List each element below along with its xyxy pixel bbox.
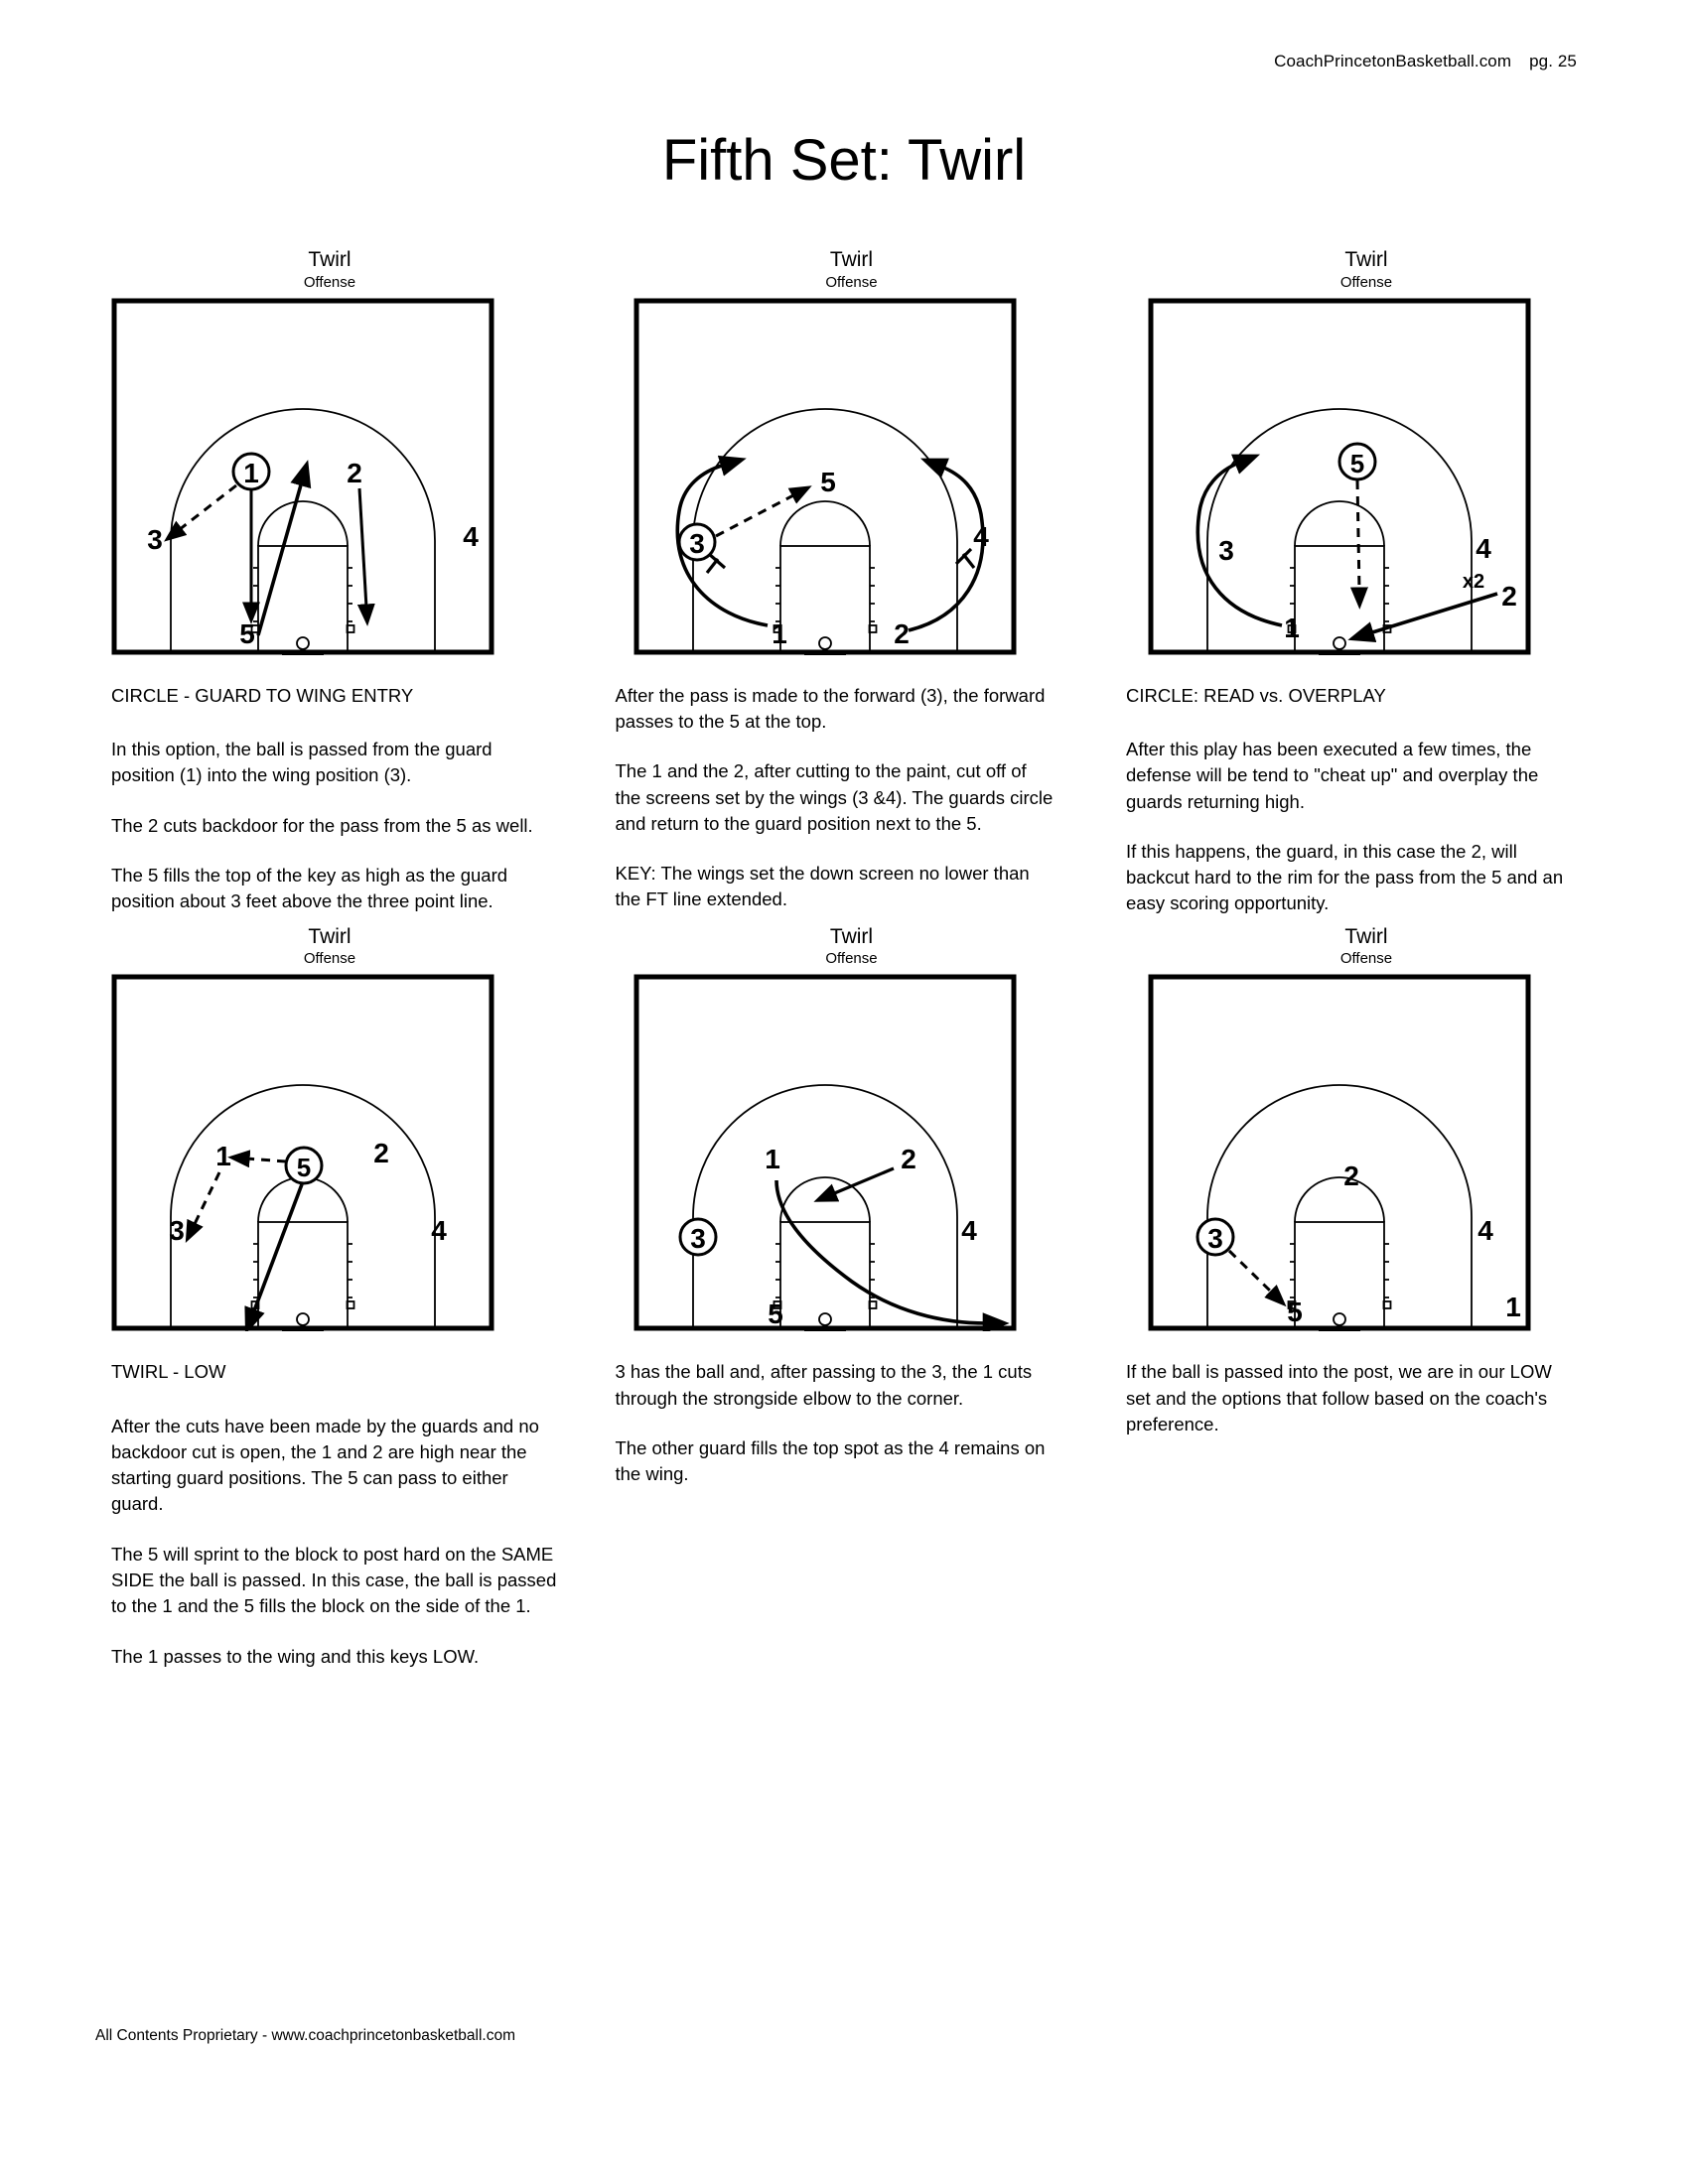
court-diagram-2: 3 5 4 1 2: [633, 298, 1017, 655]
diagram-subtitle-3: Offense: [1339, 273, 1393, 291]
svg-text:3: 3: [1218, 535, 1234, 566]
diagram-grid: Twirl Offense: [111, 248, 1579, 1670]
svg-text:5: 5: [297, 1153, 311, 1182]
svg-text:2: 2: [347, 458, 362, 488]
copy-paragraph: The other guard fills the top spot as th…: [615, 1436, 1046, 1485]
copy-paragraph: After this play has been executed a few …: [1126, 739, 1539, 812]
play-copy-5: 3 has the ball and, after passing to the…: [616, 1359, 1055, 1487]
copy-heading-3: CIRCLE: READ vs. OVERPLAY: [1126, 684, 1386, 706]
copy-paragraph: The 1 passes to the wing and this keys L…: [111, 1645, 480, 1667]
page-header: CoachPrincetonBasketball.com pg. 25: [1274, 52, 1577, 71]
diagram-row-1: Twirl Offense: [111, 248, 1579, 917]
svg-text:3: 3: [147, 524, 163, 555]
svg-text:1: 1: [772, 618, 787, 649]
svg-text:1: 1: [243, 458, 259, 488]
diagram-title-6: Twirl: [1344, 924, 1388, 948]
diagram-subtitle-4: Offense: [303, 950, 356, 968]
copy-paragraph: If this happens, the guard, in this case…: [1126, 840, 1564, 914]
svg-text:3: 3: [169, 1215, 185, 1246]
play-panel-6: Twirl Offense: [1089, 925, 1579, 1670]
svg-text:1: 1: [765, 1144, 780, 1174]
svg-text:5: 5: [768, 1298, 783, 1329]
diagram-row-2: Twirl Offense: [111, 925, 1579, 1670]
svg-text:2: 2: [894, 618, 910, 649]
play-copy-4: TWIRL - LOW After the cuts have been mad…: [111, 1359, 560, 1669]
svg-text:2: 2: [901, 1144, 916, 1174]
svg-text:1: 1: [1505, 1292, 1521, 1322]
play-copy-6: If the ball is passed into the post, we …: [1126, 1359, 1578, 1437]
play-panel-4: Twirl Offense: [111, 925, 601, 1670]
svg-text:1: 1: [215, 1141, 231, 1171]
copy-paragraph: KEY: The wings set the down screen no lo…: [615, 863, 1030, 910]
diagram-title-5: Twirl: [829, 924, 874, 948]
defender-label-x2: x2: [1463, 571, 1484, 593]
court-diagram-1: 1 2 3 4 5: [111, 298, 494, 655]
copy-paragraph: In this option, the ball is passed from …: [111, 739, 492, 786]
copy-paragraph: If the ball is passed into the post, we …: [1126, 1361, 1552, 1434]
play-copy-1: CIRCLE - GUARD TO WING ENTRY In this opt…: [111, 683, 560, 915]
svg-text:5: 5: [1350, 449, 1364, 478]
diagram-title-1: Twirl: [308, 248, 352, 271]
play-panel-2: Twirl Offense: [601, 248, 1090, 917]
play-panel-5: Twirl Offense: [601, 925, 1090, 1670]
copy-heading-1: CIRCLE - GUARD TO WING ENTRY: [111, 684, 414, 706]
svg-text:2: 2: [1343, 1160, 1359, 1191]
play-copy-2: After the pass is made to the forward (3…: [616, 683, 1055, 913]
copy-heading-4: TWIRL - LOW: [111, 1361, 226, 1383]
svg-text:4: 4: [431, 1215, 447, 1246]
court-diagram-5: 3 1 2 4 5: [633, 974, 1017, 1332]
copy-paragraph: 3 has the ball and, after passing to the…: [615, 1361, 1033, 1409]
svg-text:5: 5: [1287, 1297, 1303, 1327]
play-panel-1: Twirl Offense: [111, 248, 601, 917]
svg-text:3: 3: [689, 528, 705, 559]
page-title: Fifth Set: Twirl: [661, 128, 1027, 193]
copy-paragraph: The 1 and the 2, after cutting to the pa…: [615, 760, 1054, 834]
diagram-subtitle-2: Offense: [825, 273, 878, 291]
copy-paragraph: The 5 will sprint to the block to post h…: [111, 1543, 557, 1617]
diagram-subtitle-6: Offense: [1339, 950, 1393, 968]
svg-text:2: 2: [1501, 581, 1517, 612]
page-footer: All Contents Proprietary - www.coachprin…: [95, 2027, 515, 2044]
svg-text:5: 5: [239, 618, 255, 649]
site-name: CoachPrincetonBasketball.com: [1274, 52, 1512, 70]
svg-text:4: 4: [1477, 1215, 1493, 1246]
court-diagram-3: 5 3 4 1 2 x2: [1148, 298, 1531, 655]
court-diagram-4: 5 1 2 3 4: [111, 974, 494, 1332]
svg-text:4: 4: [961, 1215, 977, 1246]
copy-paragraph: After the cuts have been made by the gua…: [111, 1415, 539, 1515]
svg-text:3: 3: [1207, 1223, 1223, 1254]
svg-text:4: 4: [463, 521, 479, 552]
svg-text:4: 4: [1476, 533, 1491, 564]
court-diagram-6: 3 2 4 5 1: [1148, 974, 1531, 1332]
svg-text:3: 3: [690, 1223, 706, 1254]
diagram-title-2: Twirl: [829, 248, 874, 271]
play-panel-3: Twirl Offense: [1089, 248, 1579, 917]
play-copy-3: CIRCLE: READ vs. OVERPLAY After this pla…: [1126, 683, 1578, 917]
diagram-title-4: Twirl: [308, 924, 352, 948]
diagram-title-3: Twirl: [1344, 248, 1388, 271]
copy-paragraph: The 5 fills the top of the key as high a…: [111, 864, 508, 912]
diagram-subtitle-5: Offense: [825, 950, 878, 968]
svg-text:2: 2: [373, 1138, 389, 1168]
svg-text:1: 1: [1284, 613, 1300, 643]
svg-text:5: 5: [820, 467, 836, 497]
copy-paragraph: After the pass is made to the forward (3…: [615, 684, 1046, 733]
diagram-subtitle-1: Offense: [303, 273, 356, 291]
copy-paragraph: The 2 cuts backdoor for the pass from th…: [111, 814, 533, 836]
page-number: pg. 25: [1529, 52, 1577, 70]
